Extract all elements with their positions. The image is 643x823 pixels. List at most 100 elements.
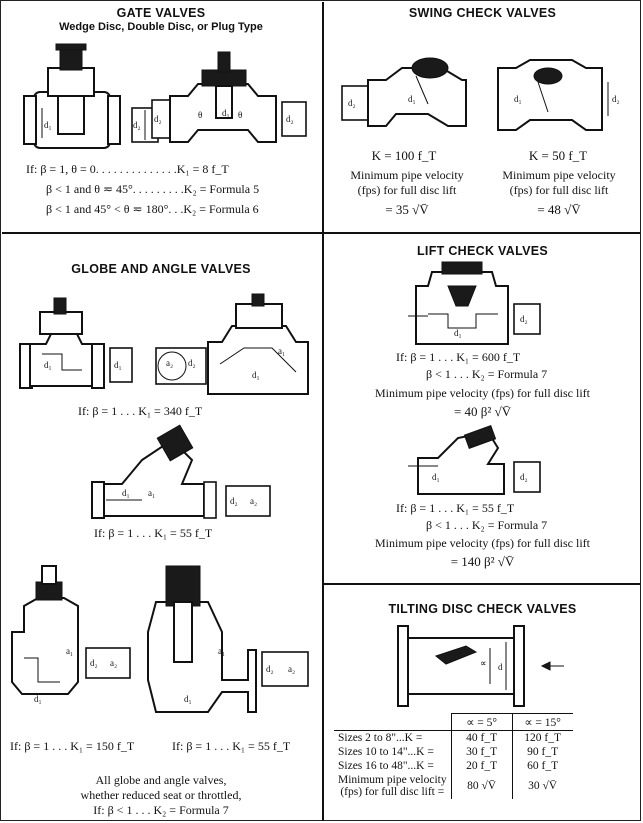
- svg-text:θ: θ: [238, 110, 242, 120]
- gate-valves-subtitle: Wedge Disc, Double Disc, or Plug Type: [59, 21, 263, 33]
- swing-right-velocity-1: Minimum pipe velocity: [502, 168, 616, 182]
- table-corner: [334, 713, 452, 731]
- divider-swing-lift: [324, 232, 640, 234]
- tilting-disc-table: ∝ = 5° ∝ = 15° Sizes 2 to 8"...K = 40 f_…: [334, 713, 573, 799]
- svg-text:θ: θ: [198, 110, 202, 120]
- svg-text:d₁: d₁: [34, 694, 42, 704]
- swing-left-velocity-value: = 35 √V̄: [385, 202, 429, 217]
- svg-text:d₁: d₁: [252, 370, 260, 380]
- table-header-row: ∝ = 5° ∝ = 15°: [334, 713, 573, 731]
- y-pattern-globe-diagram: d₁ a₁ d₂ a₂: [91, 424, 271, 519]
- lift-check-diagram-2: d₁ d₂: [408, 424, 541, 495]
- lift-b-formula-2: β < 1 . . . K₂ = Formula 7: [426, 518, 548, 532]
- lift-b-velocity: Minimum pipe velocity (fps) for full dis…: [375, 536, 590, 550]
- swing-right-velocity-value: = 48 √V̄: [537, 202, 581, 217]
- svg-text:d₁: d₁: [184, 694, 192, 704]
- globe-note-2: whether reduced seat or throttled,: [80, 788, 242, 802]
- table-row: Minimum pipe velocity (fps) for full dis…: [334, 773, 573, 799]
- row-label: Sizes 2 to 8"...K =: [338, 732, 423, 744]
- globe-valve-diagram: d₁ d₁ a₂ d₂ a₁ d₁: [19, 293, 309, 395]
- angle-formula-1: If: β = 1 . . . K₁ = 150 f_T: [10, 739, 135, 753]
- svg-text:d₂: d₂: [133, 120, 141, 130]
- svg-text:a₂: a₂: [250, 496, 257, 506]
- svg-text:d₁: d₁: [114, 360, 122, 370]
- velocity-label-line-1: Minimum pipe velocity: [338, 774, 447, 786]
- center-divider: [322, 2, 324, 821]
- svg-text:a₁: a₁: [218, 646, 225, 656]
- tilting-disc-diagram: ∝ d: [397, 625, 564, 707]
- svg-text:d₁: d₁: [222, 108, 230, 118]
- globe-note-1: All globe and angle valves,: [95, 773, 227, 787]
- svg-text:d₂: d₂: [520, 314, 528, 324]
- svg-text:d₂: d₂: [612, 94, 620, 104]
- lift-b-formula-1: If: β = 1 . . . K₁ = 55 f_T: [396, 501, 515, 515]
- velocity-label-line-2: (fps) for full disc lift =: [340, 786, 445, 798]
- svg-text:d₂: d₂: [348, 98, 356, 108]
- svg-text:a₂: a₂: [288, 664, 295, 674]
- table-row: Sizes 2 to 8"...K = 40 f_T 120 f_T: [334, 730, 573, 745]
- svg-text:a₂: a₂: [166, 358, 173, 368]
- cell-15deg: 120 f_T: [511, 730, 573, 745]
- svg-text:∝: ∝: [480, 658, 486, 668]
- svg-text:d₁: d₁: [122, 488, 130, 498]
- svg-text:d₁: d₁: [44, 120, 52, 130]
- svg-text:d₁: d₁: [408, 94, 416, 104]
- swing-left-velocity-1: Minimum pipe velocity: [350, 168, 464, 182]
- globe-note-3: If: β < 1 . . . K₂ = Formula 7: [93, 803, 229, 817]
- angle-valve-diagram: d₁ a₁ d₂ a₂ a₁ d₁ d₂ a₂: [11, 565, 309, 713]
- velocity-row-label: Minimum pipe velocity (fps) for full dis…: [334, 773, 451, 799]
- globe-angle-title: GLOBE AND ANGLE VALVES: [71, 262, 251, 276]
- table-row: Sizes 16 to 48"...K = 20 f_T 60 f_T: [334, 759, 573, 773]
- velocity-15deg: 30 √V̄: [511, 773, 573, 799]
- swing-check-diagram: d₂ d₁ d₁ d₂: [341, 57, 620, 131]
- row-label: Sizes 10 to 14"...K =: [338, 746, 434, 758]
- swing-check-title: SWING CHECK VALVES: [408, 6, 557, 20]
- swing-left-velocity-2: (fps) for full disc lift: [357, 183, 457, 197]
- swing-right-velocity-2: (fps) for full disc lift: [509, 183, 609, 197]
- swing-right-k: K = 50 f_T: [528, 148, 588, 163]
- row-label: Sizes 16 to 48"...K =: [338, 760, 434, 772]
- column-header-15deg: ∝ = 15°: [511, 713, 573, 731]
- lift-b-velocity-value: = 140 β² √V̄: [450, 554, 515, 569]
- swing-left-k: K = 100 f_T: [371, 148, 437, 163]
- cell-5deg: 20 f_T: [450, 759, 513, 773]
- svg-text:a₂: a₂: [110, 658, 117, 668]
- svg-text:d₂: d₂: [286, 114, 294, 124]
- svg-text:d₁: d₁: [454, 328, 462, 338]
- svg-text:d₁: d₁: [44, 360, 52, 370]
- gate-valves-title: GATE VALVES: [116, 6, 206, 20]
- globe-formula-straight: If: β = 1 . . . K₁ = 340 f_T: [78, 404, 203, 418]
- lift-a-formula-2: β < 1 . . . K₂ = Formula 7: [426, 367, 548, 381]
- svg-text:a₁: a₁: [278, 346, 285, 356]
- gate-valve-diagram: d₁ d₂ d₂ θ θ d₁ d₂: [23, 43, 307, 149]
- svg-text:d₂: d₂: [188, 358, 196, 368]
- cell-5deg: 40 f_T: [450, 730, 513, 745]
- svg-text:d₂: d₂: [266, 664, 274, 674]
- svg-text:d₁: d₁: [514, 94, 522, 104]
- lift-a-velocity: Minimum pipe velocity (fps) for full dis…: [375, 386, 590, 400]
- svg-text:d₂: d₂: [154, 114, 162, 124]
- table-row: Sizes 10 to 14"...K = 30 f_T 90 f_T: [334, 745, 573, 759]
- gate-formula-3: β < 1 and 45° < θ ≂ 180°. . .K₂ = Formul…: [46, 202, 259, 216]
- gate-formula-1: If: β = 1, θ = 0. . . . . . . . . . . . …: [26, 162, 229, 176]
- lift-check-diagram-1: d₁ d₂: [408, 261, 541, 345]
- svg-text:a₁: a₁: [66, 646, 73, 656]
- tilting-disc-title: TILTING DISC CHECK VALVES: [388, 602, 577, 616]
- svg-text:d₂: d₂: [230, 496, 238, 506]
- svg-text:d₁: d₁: [432, 472, 440, 482]
- globe-formula-y: If: β = 1 . . . K₁ = 55 f_T: [94, 526, 213, 540]
- cell-5deg: 30 f_T: [450, 745, 513, 759]
- angle-formula-2: If: β = 1 . . . K₁ = 55 f_T: [172, 739, 291, 753]
- svg-text:d₂: d₂: [90, 658, 98, 668]
- svg-text:a₁: a₁: [148, 488, 155, 498]
- svg-text:d₂: d₂: [520, 472, 528, 482]
- divider-lift-tilting: [324, 583, 640, 585]
- gate-formula-2: β < 1 and θ ≂ 45°. . . . . . . . .K₂ = F…: [46, 182, 260, 196]
- divider-gate-globe: [2, 232, 322, 234]
- cell-15deg: 60 f_T: [511, 759, 573, 773]
- lift-a-formula-1: If: β = 1 . . . K₁ = 600 f_T: [396, 350, 521, 364]
- column-header-5deg: ∝ = 5°: [450, 713, 513, 731]
- lift-a-velocity-value: = 40 β² √V̄: [453, 404, 512, 419]
- lift-check-title: LIFT CHECK VALVES: [416, 244, 549, 258]
